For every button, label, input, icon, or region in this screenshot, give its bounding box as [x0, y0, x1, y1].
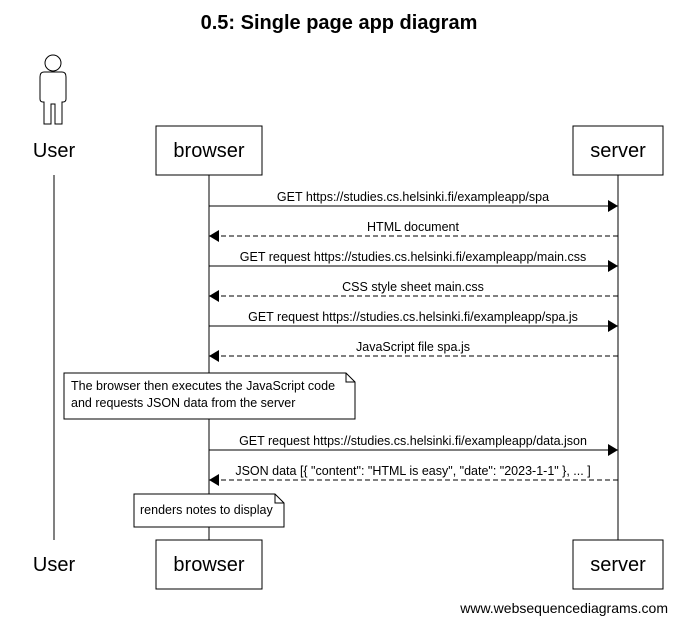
- participant-server-top: server: [572, 125, 664, 176]
- participant-browser-bottom: browser: [155, 539, 263, 590]
- message-1: GET https://studies.cs.helsinki.fi/examp…: [209, 190, 618, 212]
- participant-user-top: User: [33, 54, 76, 162]
- note-renders-notes: renders notes to display: [133, 493, 285, 528]
- message-label: HTML document: [367, 220, 459, 234]
- participant-browser-top: browser: [155, 125, 263, 176]
- message-label: JavaScript file spa.js: [356, 340, 470, 354]
- message-label: GET request https://studies.cs.helsinki.…: [239, 434, 587, 448]
- note-line: renders notes to display: [140, 503, 273, 517]
- message-label: CSS style sheet main.css: [342, 280, 484, 294]
- participant-label: server: [590, 554, 646, 576]
- message-5: GET request https://studies.cs.helsinki.…: [209, 310, 618, 332]
- participant-label: browser: [173, 554, 244, 576]
- actor-icon: [39, 54, 67, 125]
- message-7: GET request https://studies.cs.helsinki.…: [209, 434, 618, 456]
- message-label: GET request https://studies.cs.helsinki.…: [240, 250, 586, 264]
- diagram-title: 0.5: Single page app diagram: [201, 12, 478, 34]
- note-line: The browser then executes the JavaScript…: [71, 379, 335, 393]
- watermark: www.websequencediagrams.com: [459, 600, 668, 616]
- participant-label: browser: [173, 140, 244, 162]
- participant-user-bottom: User: [33, 554, 76, 576]
- message-label: GET request https://studies.cs.helsinki.…: [248, 310, 578, 324]
- message-2: HTML document: [209, 220, 618, 242]
- message-3: GET request https://studies.cs.helsinki.…: [209, 250, 618, 272]
- message-4: CSS style sheet main.css: [209, 280, 618, 302]
- participant-server-bottom: server: [572, 539, 664, 590]
- note-line: and requests JSON data from the server: [71, 396, 295, 410]
- message-8: JSON data [{ "content": "HTML is easy", …: [209, 464, 618, 486]
- participant-label: server: [590, 140, 646, 162]
- note-executes-js: The browser then executes the JavaScript…: [63, 372, 356, 420]
- participant-label: User: [33, 140, 76, 162]
- message-label: GET https://studies.cs.helsinki.fi/examp…: [277, 190, 549, 204]
- message-6: JavaScript file spa.js: [209, 340, 618, 362]
- message-label: JSON data [{ "content": "HTML is easy", …: [235, 464, 590, 478]
- participant-label: User: [33, 554, 76, 576]
